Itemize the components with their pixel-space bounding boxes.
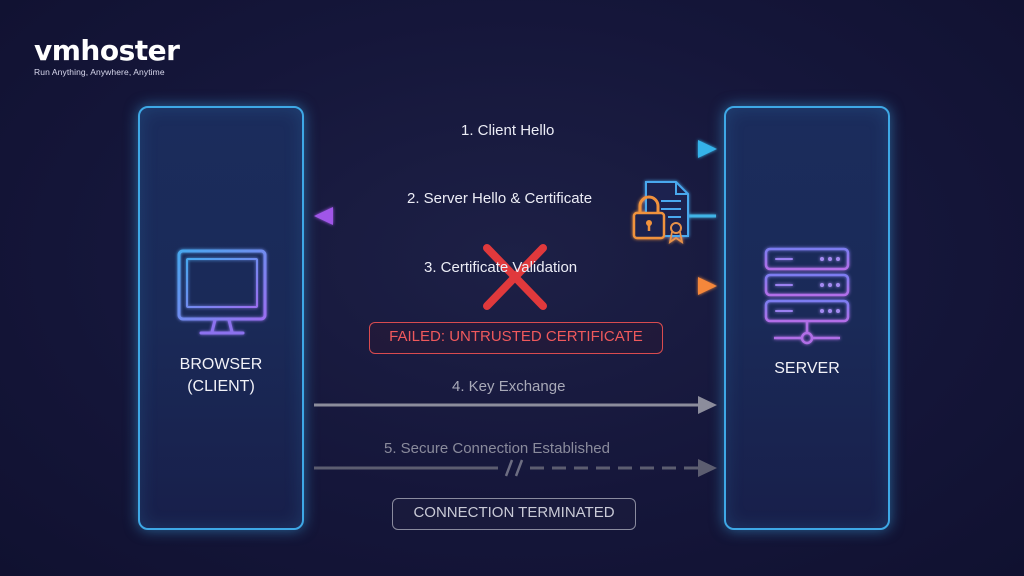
step-4-label: 4. Key Exchange: [452, 378, 566, 395]
server-label: SERVER: [774, 360, 840, 377]
logo-wordmark: vmhoster: [34, 34, 180, 67]
server-panel: SERVER: [724, 106, 890, 530]
server-rack-icon: [764, 247, 850, 345]
arrow-key-exchange: [314, 396, 717, 414]
step-1-label: 1. Client Hello: [461, 122, 555, 139]
red-x-icon: [483, 244, 547, 310]
arrow-client-hello: [314, 140, 717, 158]
terminated-status-badge: CONNECTION TERMINATED: [392, 498, 636, 530]
step-5-label: 5. Secure Connection Established: [384, 440, 610, 457]
step-2-label: 2. Server Hello & Certificate: [407, 190, 593, 207]
logo-tagline: Run Anything, Anywhere, Anytime: [34, 67, 165, 77]
monitor-icon: [177, 249, 267, 335]
step-3-label: 3. Certificate Validation: [424, 259, 578, 276]
certificate-lock-icon: [632, 181, 689, 244]
failed-status-badge: FAILED: UNTRUSTED CERTIFICATE: [369, 322, 663, 354]
client-label: BROWSER (CLIENT): [179, 356, 263, 395]
brand-logo: vmhoster Run Anything, Anywhere, Anytime: [34, 34, 180, 78]
arrow-secure-connection: [314, 459, 717, 477]
